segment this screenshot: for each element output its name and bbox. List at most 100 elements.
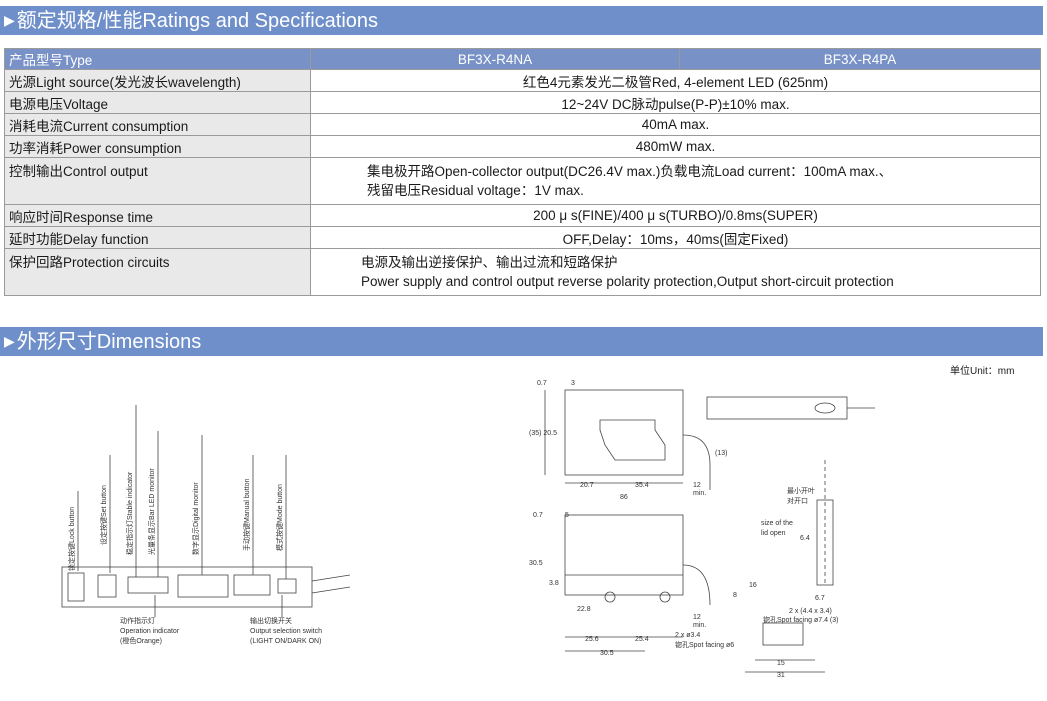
row-value-line: 集电极开路Open-collector output(DC26.4V max.)… [367,164,893,179]
dim-label: 30.5 [529,560,543,567]
row-value-line: 电源及输出逆接保护、输出过流和短路保护 [361,255,618,270]
triangle-icon: ▶ [4,12,15,28]
callout-operation-indicator-color: (橙色Orange) [120,636,162,645]
callout-output-switch-cn: 输出切换开关 [250,616,292,625]
digital-monitor-shape [177,574,229,598]
spec-table: 产品型号Type BF3X-R4NA BF3X-R4PA 光源Light sou… [4,48,1041,296]
top-view-clip [599,419,666,461]
dim-label: 15 [777,660,785,667]
callout-operation-indicator-en: Operation indicator [120,628,180,635]
table-row: 响应时间Response time 200 μ s(FINE)/400 μ s(… [4,204,1041,227]
section-title: 额定规格/性能Ratings and Specifications [16,10,379,32]
manual-button-shape [233,574,271,596]
table-row: 消耗电流Current consumption 40mA max. [4,113,1041,136]
callout-lock-button: 锁定按键Lock button [67,507,76,571]
row-label: 控制输出Control output [4,157,311,205]
dim-label: (13) [715,450,727,457]
row-value: 480mW max. [310,135,1041,158]
row-label: 延时功能Delay function [4,226,311,249]
lid-note-en: size of the [761,520,793,527]
table-row: 功率消耗Power consumption 480mW max. [4,135,1041,158]
lid-note-cn2: 对开口 [787,496,808,505]
row-label: 消耗电流Current consumption [4,113,311,136]
dim-label: 0.7 [533,512,543,519]
row-label: 光源Light source(发光波长wavelength) [4,69,311,92]
mode-button-shape [277,578,297,594]
callout-manual-button: 手动按键Manual button [242,479,251,551]
dim-label: 6.7 [815,595,825,602]
lid-note-cn: 最小开叶 [787,486,815,495]
dim-label: 22.8 [577,606,591,613]
bar-led-shape [127,576,169,594]
side-view-body [706,396,848,420]
set-button-shape [97,574,117,598]
table-header-row: 产品型号Type BF3X-R4NA BF3X-R4PA [4,48,1041,70]
cable-shape [311,574,351,594]
section-header-ratings: ▶额定规格/性能Ratings and Specifications [0,6,1043,35]
front-view-cable [682,564,711,606]
row-value: 电源及输出逆接保护、输出过流和短路保护 Power supply and con… [310,248,1041,296]
lid-open-view [816,499,834,586]
row-value: 红色4元素发光二极管Red, 4-element LED (625nm) [310,69,1041,92]
callout-set-button: 设定按键Set button [99,485,108,545]
row-value: 集电极开路Open-collector output(DC26.4V max.)… [310,157,1041,205]
header-type-label: 产品型号Type [4,48,311,70]
spot-facing-label: 2 x (4.4 x 3.4) [789,608,832,615]
callout-mode-button: 模式按键Mode button [275,484,284,551]
dim-label: 8 [733,592,737,599]
dim-label: min. [693,622,706,629]
callout-bar-led: 光量条显示Bar LED monitor [147,468,156,555]
dim-label: 3 [571,380,575,387]
section-header-dimensions: ▶外形尺寸Dimensions [0,327,1043,356]
dim-label: 12 [693,614,701,621]
dim-label: 30.5 [600,650,614,657]
callout-output-switch-mode: (LIGHT ON/DARK ON) [250,638,321,645]
row-value-line: Power supply and control output reverse … [361,274,894,289]
callout-stable-indicator: 稳定指示灯Stable indicator [125,471,134,555]
lid-note-en2: lid open [761,530,786,537]
row-value: OFF,Delay：10ms，40ms(固定Fixed) [310,226,1041,249]
unit-label: 单位Unit：mm [950,366,1015,377]
table-row: 保护回路Protection circuits 电源及输出逆接保护、输出过流和短… [4,248,1041,296]
dim-label: (35) 20.5 [529,430,557,437]
section-title: 外形尺寸Dimensions [16,331,202,353]
spot-facing-label: 锪孔Spot facing ø6 [675,640,734,649]
top-view-cable [682,434,711,490]
row-label: 功率消耗Power consumption [4,135,311,158]
header-model-pnp: BF3X-R4PA [679,48,1041,70]
row-value: 12~24V DC脉动pulse(P-P)±10% max. [310,91,1041,114]
dim-label: 25.4 [635,636,649,643]
spot-facing-view [762,622,804,646]
dim-label: 16 [749,582,757,589]
callout-digital-monitor: 数字显示Digital monitor [191,482,200,555]
row-value: 200 μ s(FINE)/400 μ s(TURBO)/0.8ms(SUPER… [310,204,1041,227]
callout-output-switch-en: Output selection switch [250,628,322,635]
dim-label: 0.7 [537,380,547,387]
triangle-icon: ▶ [4,333,15,349]
dim-label: min. [693,490,706,497]
row-label: 保护回路Protection circuits [4,248,311,296]
spot-facing-label: 锪孔Spot facing ø7.4 (3) [763,615,838,624]
table-row: 电源电压Voltage 12~24V DC脉动pulse(P-P)±10% ma… [4,91,1041,114]
dim-label: 35.4 [635,482,649,489]
lock-button-shape [67,572,85,602]
table-row: 光源Light source(发光波长wavelength) 红色4元素发光二极… [4,69,1041,92]
table-row: 延时功能Delay function OFF,Delay：10ms，40ms(固… [4,226,1041,249]
dim-label: 6.4 [800,535,810,542]
dim-label: 2 x ø3.4 [675,632,700,639]
callout-operation-indicator-cn: 动作指示灯 [120,616,155,625]
row-label: 响应时间Response time [4,204,311,227]
dim-label: 20.7 [580,482,594,489]
dim-label: 12 [693,482,701,489]
top-view-body [564,389,684,476]
table-row: 控制输出Control output 集电极开路Open-collector o… [4,157,1041,205]
dim-label: 5 [565,512,569,519]
header-model-npn: BF3X-R4NA [310,48,680,70]
amplifier-body [61,566,313,608]
front-view-body [564,514,684,596]
amplifier-front-view: 锁定按键Lock button 设定按键Set button 稳定指示灯Stab… [61,405,351,645]
row-value: 40mA max. [310,113,1041,136]
row-value-line: 残留电压Residual voltage：1V max. [367,183,584,198]
dim-label: 86 [620,494,628,501]
row-label: 电源电压Voltage [4,91,311,114]
